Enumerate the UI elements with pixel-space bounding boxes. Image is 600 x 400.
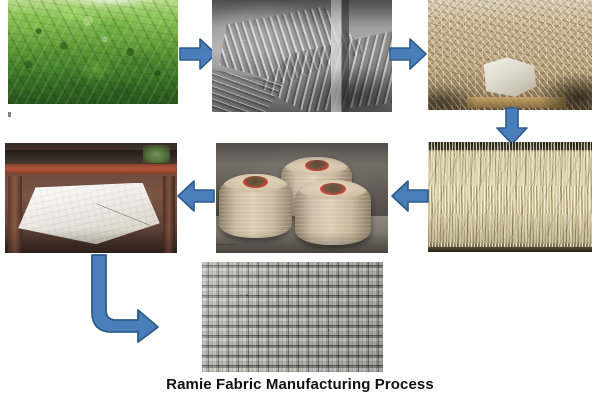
arrow-stalks-to-rawfiber: [388, 36, 428, 72]
lighting-overlay: [216, 143, 388, 253]
step-image-harvested-ramie-stalks: [212, 0, 392, 112]
sky-glow: [8, 0, 178, 104]
cone-core-red: [243, 176, 268, 189]
support-pole: [212, 0, 392, 112]
arrow-plant-to-stalks: [178, 36, 218, 72]
shading-overlay: [212, 0, 392, 112]
cone-core-red: [304, 159, 329, 172]
step-image-ramie-yarn-cones: [216, 143, 388, 253]
arrow-loom-to-fabric: [82, 252, 162, 344]
weave-grain: [202, 262, 383, 372]
yarn-cone-left: [219, 173, 292, 238]
scan-artifact-speck: [8, 112, 11, 117]
cone-core-red: [320, 182, 346, 196]
window-light: [142, 145, 171, 163]
loose-fiber-wisps: [428, 142, 592, 252]
loom-top-beam: [5, 149, 177, 164]
step-image-weaving-loom-fabric: [5, 143, 177, 253]
arrow-yarn-to-loom: [176, 178, 216, 214]
lighting-overlay: [202, 262, 383, 372]
arrow-rawfiber-to-combed: [494, 106, 530, 146]
step-image-combed-ramie-fiber: [428, 142, 592, 252]
figure-caption: Ramie Fabric Manufacturing Process: [166, 376, 434, 393]
loom-right-rail: [163, 176, 176, 253]
loom-left-rail: [8, 176, 23, 253]
lighting-overlay: [5, 143, 177, 253]
vertical-fiber-strands: [428, 142, 592, 252]
step-image-ramie-plant-field: [8, 0, 178, 104]
step-image-degummed-raw-fiber: [428, 0, 592, 110]
shadow-overlay: [428, 0, 592, 110]
arrow-combed-to-yarn: [390, 178, 430, 214]
step-image-woven-ramie-fabric: [202, 262, 383, 372]
loom-red-frame: [5, 163, 177, 174]
yarn-cone-front: [295, 180, 371, 246]
fiber-bottom-band: [428, 246, 592, 252]
